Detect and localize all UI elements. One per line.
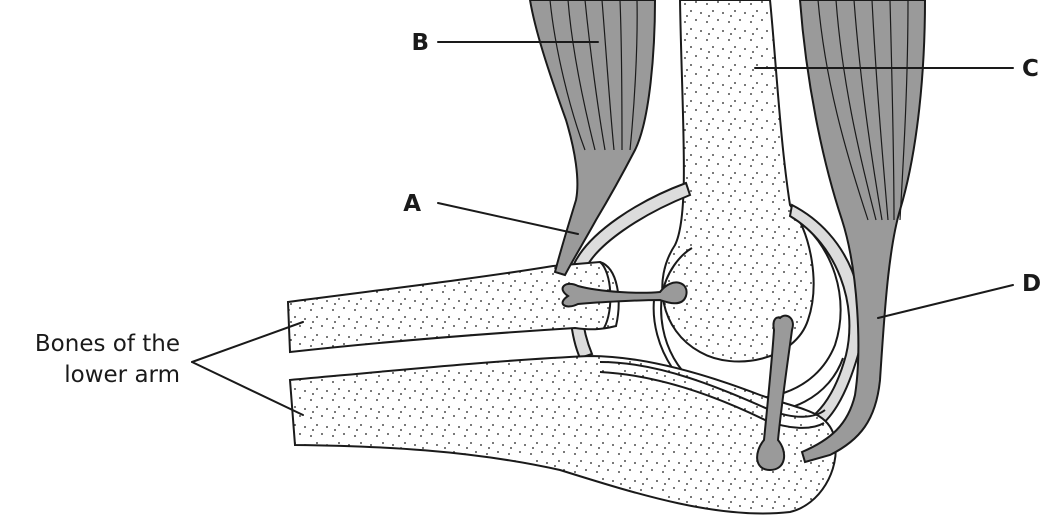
ligament-horizontal xyxy=(563,282,687,306)
label-d: D xyxy=(1022,271,1041,297)
upper-arm-bone xyxy=(662,0,813,362)
lower-arm-bone-lower xyxy=(290,356,836,514)
label-c: C xyxy=(1022,56,1039,82)
label-a: A xyxy=(403,191,421,217)
leader-bones-lower xyxy=(192,362,303,415)
bones-caption-line2: lower arm xyxy=(64,362,180,388)
bones-caption-line1: Bones of the xyxy=(35,331,180,357)
label-b: B xyxy=(411,30,429,56)
leader-d xyxy=(878,285,1013,318)
leader-bones-upper xyxy=(192,322,303,362)
leader-a xyxy=(438,203,578,234)
